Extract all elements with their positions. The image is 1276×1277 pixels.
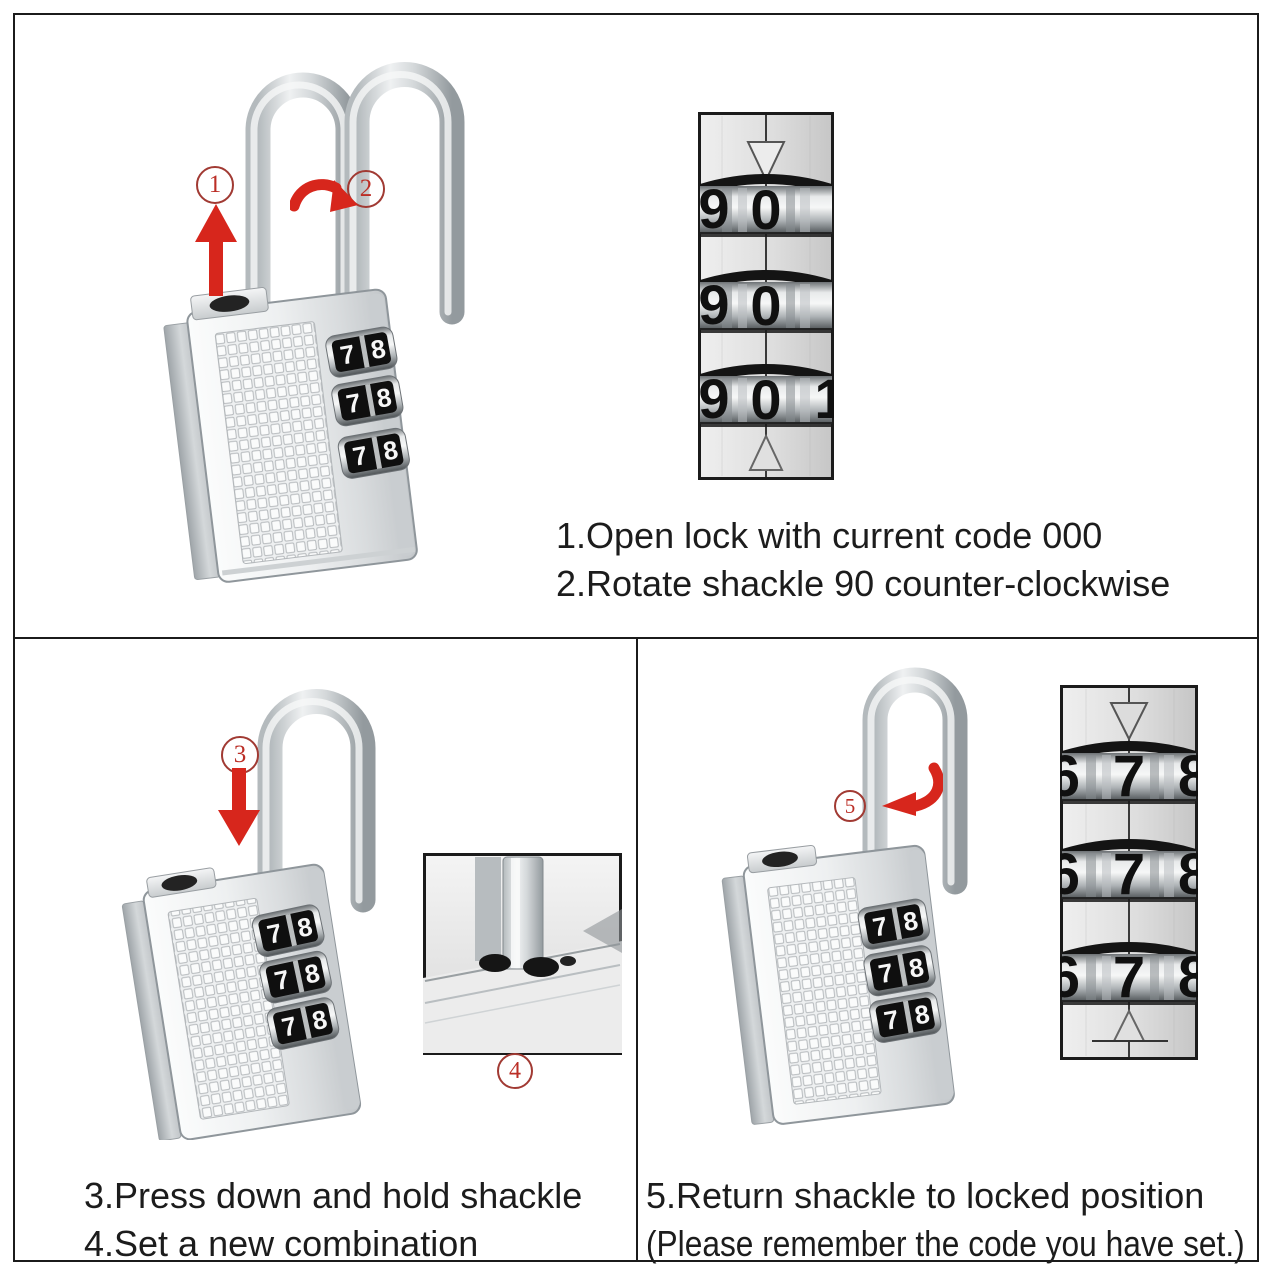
shackle-hole [209,295,250,312]
dial-digit: 8 [381,434,400,466]
padlock-press-shackle-photo: 7 8 7 8 7 8 [121,689,376,1140]
dial-wheel: 6 7 8 [1060,942,1198,1010]
combination-dial: 7 8 [325,326,398,378]
body-bottom-edge [221,546,416,576]
marker-number: 3 [233,741,247,768]
wheel-digit: 0 [750,368,781,431]
padlock-body: 7 8 7 8 7 8 [163,287,418,583]
dial-digit: 8 [374,382,393,414]
dial-digit: 8 [912,998,931,1030]
combination-dial: 7 8 [331,375,404,427]
step-marker-2: 2 [347,170,385,208]
padlock-open-shackle-photo: 7 8 7 8 7 8 [163,62,465,583]
combination-dial: 7 8 [869,991,942,1043]
down-arrow-icon [218,768,260,846]
padlock-return-shackle-photo: 7 8 7 8 7 8 [721,667,968,1125]
instructions-top: 1.Open lock with current code 000 2.Rota… [556,512,1170,608]
marker-number: 2 [359,175,373,202]
dial-digit: 8 [907,952,926,984]
shackle-leg-back [475,857,501,961]
dial-digit: 7 [870,911,889,943]
wheel-digit: 9 [698,177,729,240]
index-triangle-top [746,141,786,183]
instructions-bottom-right: 5.Return shackle to locked position (Ple… [646,1172,1276,1268]
instruction-step-1: 1.Open lock with current code 000 [556,515,1103,556]
dial-digit: 7 [876,957,895,989]
instruction-step-3: 3.Press down and hold shackle [84,1175,583,1216]
dial-digit: 7 [272,964,292,996]
instruction-step-2: 2.Rotate shackle 90 counter-clockwise [556,563,1171,604]
instruction-step-5-note: (Please remember the code you have set.) [646,1223,1245,1264]
dial-digit: 8 [368,333,387,365]
dial-digit: 8 [901,905,920,937]
wheel-digit: 8 [1178,744,1198,809]
index-triangle-bottom [748,433,784,471]
wheel-digit: 9 [698,273,729,336]
wheel-digit-partial: 1 [814,367,834,430]
padlock-body: 7 8 7 8 7 8 [721,844,955,1125]
combination-dial: 7 8 [863,945,936,997]
dial-digit: 7 [350,440,369,472]
marker-number: 1 [208,171,222,198]
wheel-digit: 0 [750,178,781,241]
marker-number: 5 [844,793,856,818]
shackle-hole [161,874,198,891]
wheel-digit: 6 [1060,744,1080,809]
up-arrow-icon [195,204,237,296]
shackle-rotated [344,62,465,325]
combination-dial: 7 8 [857,898,930,950]
shackle-leg [502,856,544,970]
wheel-digit: 7 [1113,842,1145,907]
dial-closeup-photo-code-000: 9 0 9 0 9 0 1 [698,112,834,480]
wheel-digit: 0 [750,274,781,337]
instructions-bottom-left: 3.Press down and hold shackle 4.Set a ne… [84,1172,582,1268]
grid-texture-panel [214,321,343,565]
dial-digit: 7 [882,1004,901,1036]
lock-top-surface [423,941,622,1053]
shackle-open [257,689,376,913]
dial-closeup-photo-new-code: 6 7 8 6 7 8 6 7 8 [1060,685,1198,1060]
combination-dial: 7 8 [266,997,340,1050]
dial-digit: 7 [264,917,284,949]
index-triangle-top [1109,702,1149,742]
dial-wheel: 9 0 [698,174,832,241]
dial-wheel: 9 0 1 [698,364,834,431]
wheel-digit: 7 [1113,945,1145,1010]
step-marker-1: 1 [196,166,234,204]
wheel-digit: 7 [1113,744,1145,809]
dial-digit: 8 [295,911,315,943]
instruction-step-4: 4.Set a new combination [84,1223,479,1264]
combination-dial: 7 8 [251,904,325,957]
wheel-digit: 9 [698,367,729,430]
wheel-digit: 6 [1060,945,1080,1010]
combination-dial: 7 8 [259,950,332,1004]
marker-number: 4 [509,1057,521,1084]
step-marker-5: 5 [834,790,866,822]
dial-digit: 7 [279,1010,299,1042]
wheel-digit: 6 [1060,842,1080,907]
rotate-arrow-icon [290,179,358,212]
dial-wheel: 9 0 [698,270,832,337]
wheel-digit: 8 [1178,945,1198,1010]
dial-wheel: 6 7 8 [1060,741,1198,809]
shackle-base-closeup-photo [423,853,622,1055]
dial-wheel: 6 7 8 [1060,839,1198,907]
dial-digit: 7 [344,387,363,419]
vertical-divider [636,638,638,1262]
dial-digit: 8 [302,957,322,989]
instruction-step-5: 5.Return shackle to locked position [646,1175,1205,1216]
combination-dial: 7 8 [337,427,410,479]
shackle-open [862,667,968,895]
dial-digit: 8 [309,1004,329,1036]
wheel-digit: 8 [1178,842,1198,907]
shackle-hole [762,851,798,868]
rotate-back-arrow-icon [882,762,943,816]
step-marker-4: 4 [497,1053,533,1089]
dial-digit: 7 [338,338,357,370]
padlock-body: 7 8 7 8 7 8 [121,863,362,1140]
